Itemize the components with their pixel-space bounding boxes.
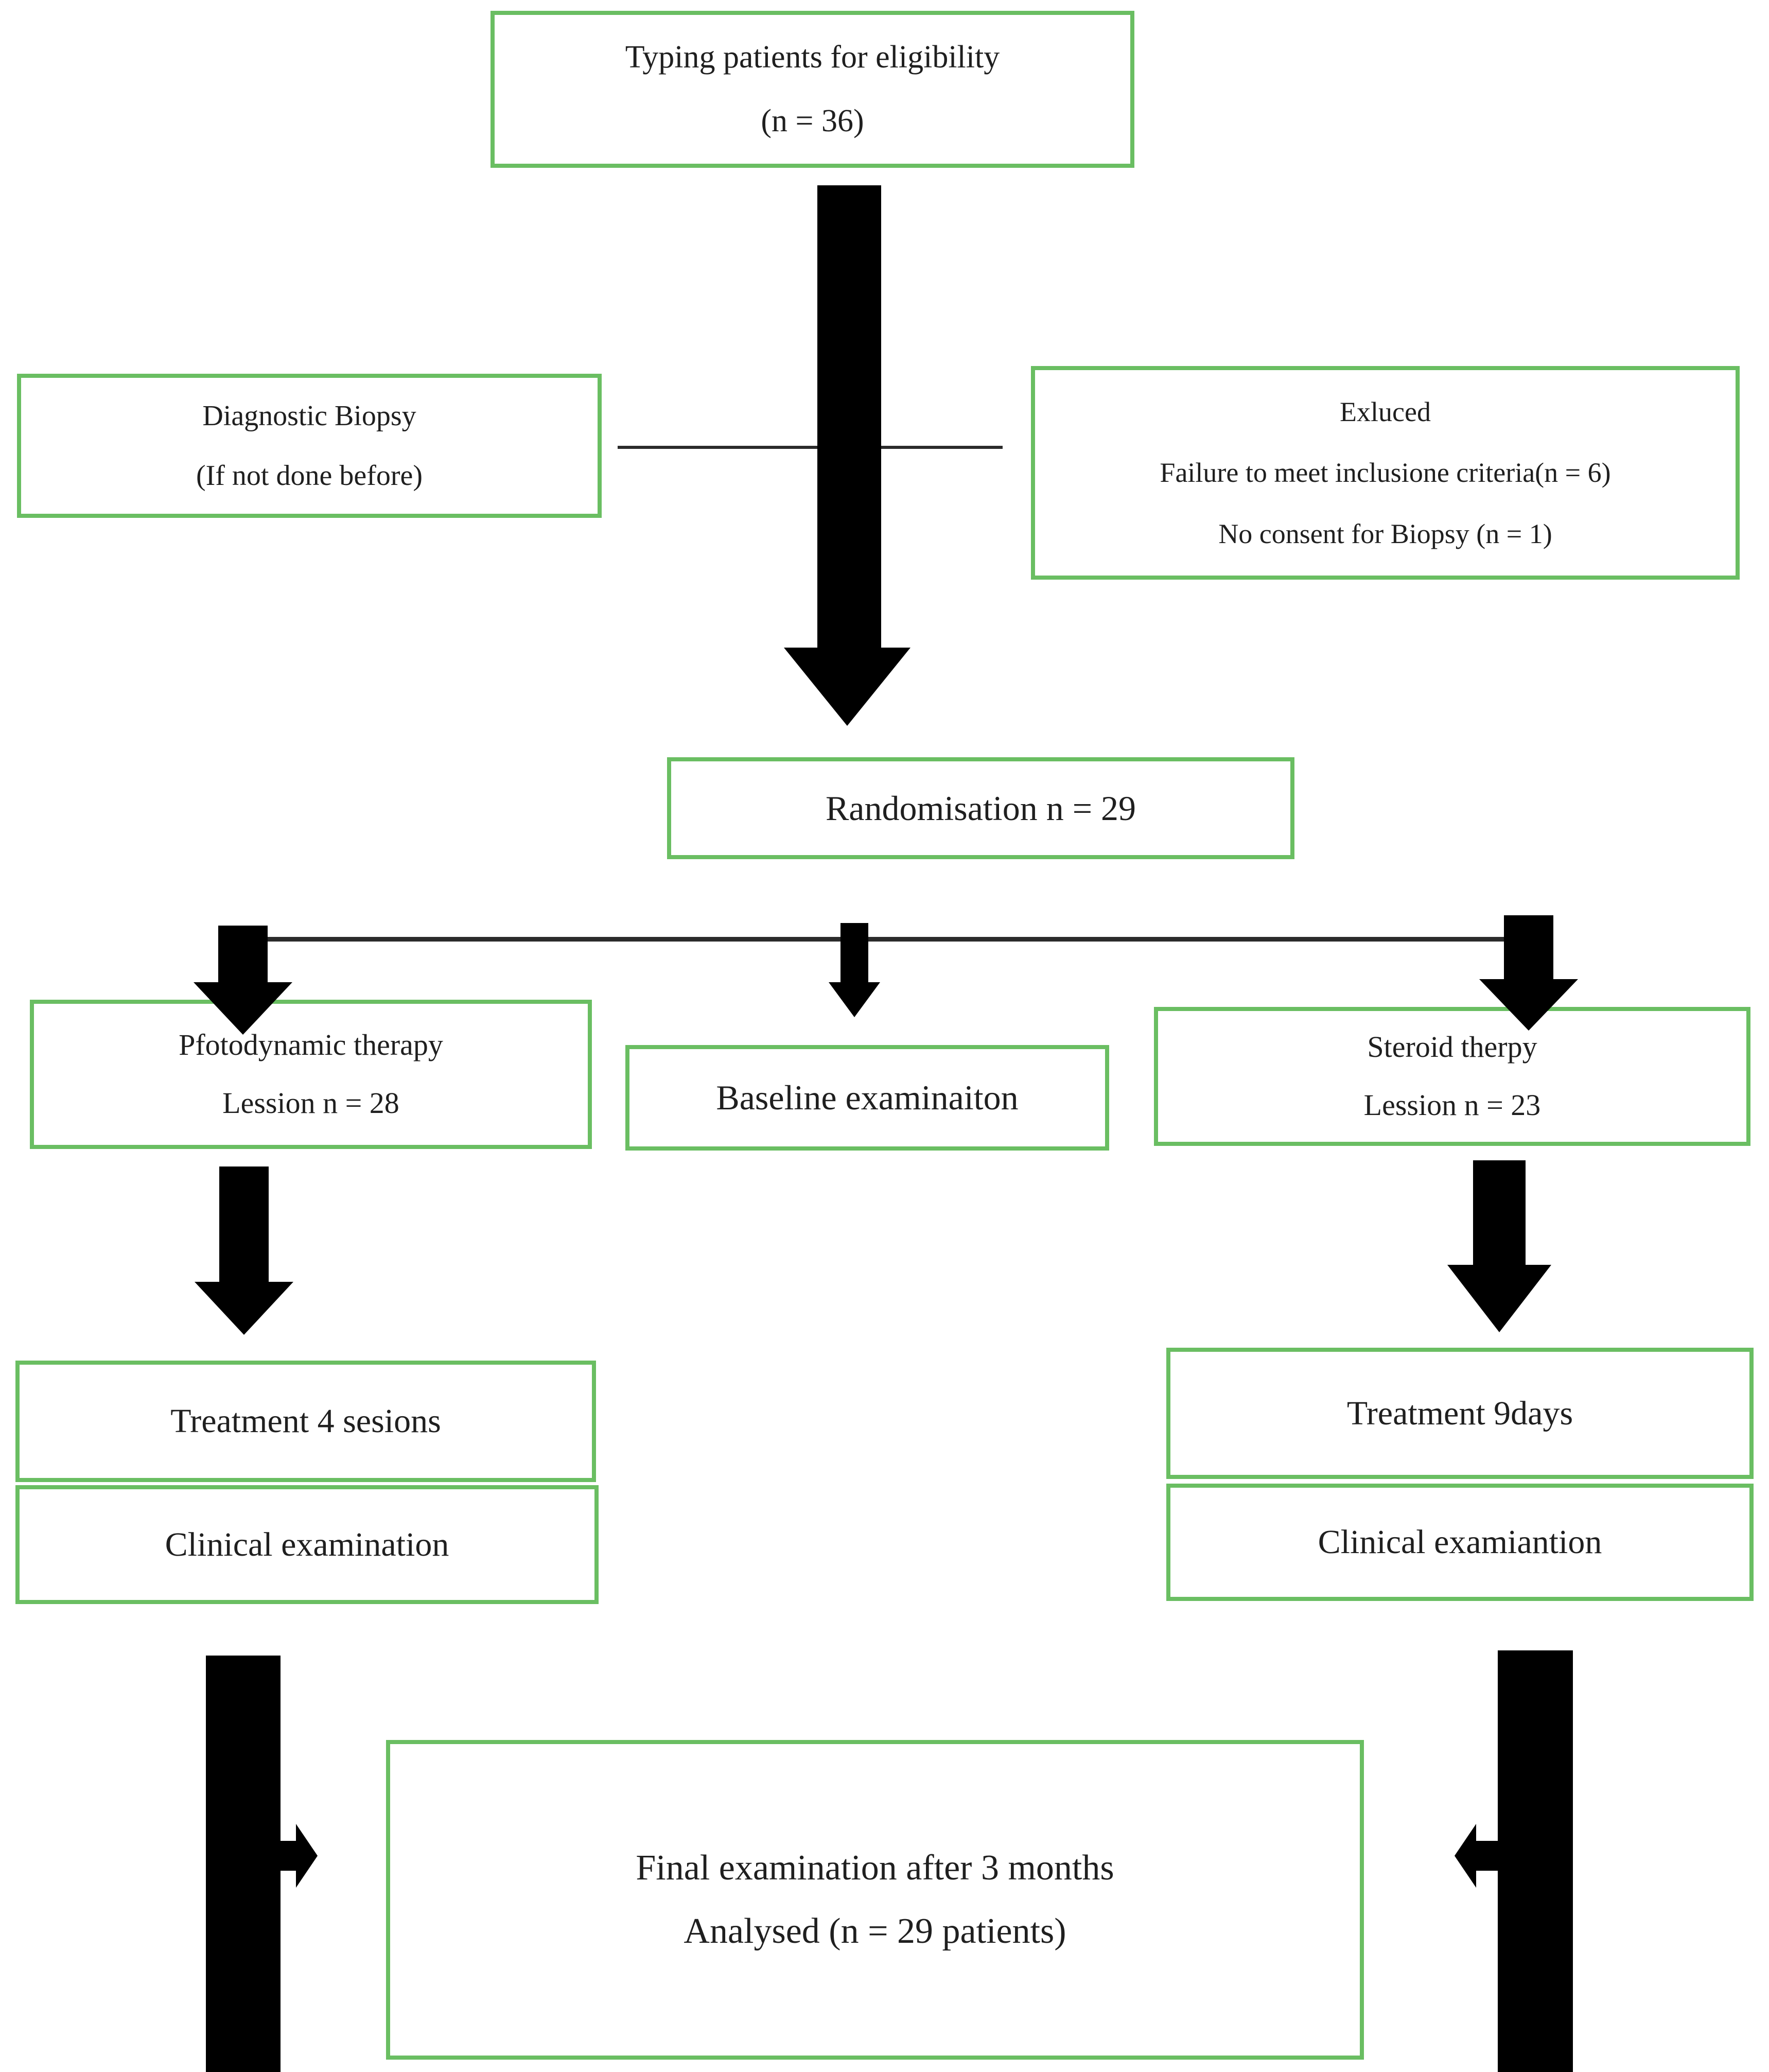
biopsy-excluded-connector-line bbox=[618, 446, 1003, 449]
branch-right-down-arrow-icon bbox=[1479, 979, 1578, 1031]
photodynamic-count: Lession n = 28 bbox=[222, 1086, 399, 1120]
steroid-treatment-label: Treatment 9days bbox=[1346, 1394, 1573, 1432]
left-arrow-icon bbox=[1455, 1824, 1476, 1888]
photodynamic-treatment-arrow-shaft bbox=[219, 1166, 269, 1282]
left-flow-bar bbox=[206, 1656, 281, 2072]
excluded-title: Exluced bbox=[1340, 396, 1431, 428]
randomisation-box: Randomisation n = 29 bbox=[667, 757, 1294, 859]
baseline-label: Baseline examinaiton bbox=[716, 1078, 1019, 1118]
photodynamic-clinical-label: Clinical examination bbox=[165, 1525, 449, 1563]
branch-right-arrow-shaft bbox=[1504, 915, 1553, 979]
baseline-examination-box: Baseline examinaiton bbox=[625, 1045, 1109, 1151]
steroid-therapy-box: Steroid therpy Lession n = 23 bbox=[1154, 1007, 1750, 1146]
big-down-arrow-icon bbox=[784, 648, 910, 726]
eligibility-count: (n = 36) bbox=[761, 103, 864, 138]
photodynamic-therapy-box: Pfotodynamic therapy Lession n = 28 bbox=[30, 1000, 592, 1149]
steroid-clinical-label: Clinical examiantion bbox=[1318, 1523, 1602, 1561]
photodynamic-treatment-label: Treatment 4 sesions bbox=[170, 1402, 441, 1440]
steroid-clinical-box: Clinical examiantion bbox=[1166, 1484, 1754, 1601]
excluded-box: Exluced Failure to meet inclusione crite… bbox=[1031, 366, 1740, 580]
excluded-reason-2: No consent for Biopsy (n = 1) bbox=[1218, 518, 1552, 549]
branch-left-arrow-shaft bbox=[218, 926, 268, 982]
eligibility-box: Typing patients for eligibility (n = 36) bbox=[491, 11, 1134, 168]
diagnostic-biopsy-box: Diagnostic Biopsy (If not done before) bbox=[17, 374, 602, 518]
excluded-reason-1: Failure to meet inclusione criteria(n = … bbox=[1160, 457, 1611, 489]
steroid-title: Steroid therpy bbox=[1367, 1030, 1537, 1064]
eligibility-title: Typing patients for eligibility bbox=[625, 40, 1000, 75]
final-title: Final examination after 3 months bbox=[636, 1848, 1114, 1888]
randomisation-label: Randomisation n = 29 bbox=[825, 788, 1136, 828]
steroid-count: Lession n = 23 bbox=[1363, 1088, 1541, 1122]
photodynamic-treatment-box: Treatment 4 sesions bbox=[15, 1361, 596, 1482]
right-flow-bar bbox=[1498, 1650, 1573, 2072]
branch-middle-arrow-shaft bbox=[840, 923, 868, 982]
right-arrow-icon bbox=[296, 1824, 318, 1888]
branch-left-down-arrow-icon bbox=[194, 982, 292, 1035]
final-count: Analysed (n = 29 patients) bbox=[684, 1911, 1066, 1951]
photodynamic-treatment-down-arrow-icon bbox=[195, 1282, 293, 1335]
final-examination-box: Final examination after 3 months Analyse… bbox=[386, 1740, 1364, 2060]
biopsy-note: (If not done before) bbox=[196, 460, 423, 492]
left-flow-arrow-stem bbox=[281, 1841, 296, 1871]
big-down-arrow-shaft bbox=[817, 185, 881, 648]
steroid-treatment-down-arrow-icon bbox=[1447, 1265, 1551, 1332]
branch-connector-line bbox=[257, 937, 1541, 942]
steroid-treatment-arrow-shaft bbox=[1473, 1160, 1526, 1265]
right-flow-arrow-stem bbox=[1476, 1841, 1498, 1871]
biopsy-title: Diagnostic Biopsy bbox=[202, 399, 416, 432]
photodynamic-clinical-box: Clinical examination bbox=[15, 1485, 599, 1604]
branch-middle-down-arrow-icon bbox=[829, 982, 880, 1017]
steroid-treatment-box: Treatment 9days bbox=[1166, 1348, 1754, 1479]
